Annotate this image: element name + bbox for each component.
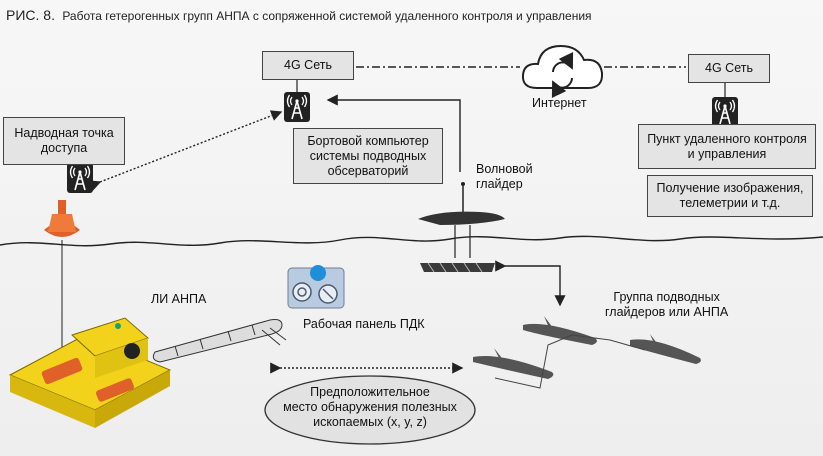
- link-buoy-onboard: [88, 110, 283, 191]
- control-point-box: Пункт удаленного контроля и управления: [638, 124, 816, 169]
- li-anpa-carrier-vehicle: [8, 317, 172, 428]
- glider-group-line1: Группа подводных: [613, 290, 720, 304]
- pdk-panel-label: Рабочая панель ПДК: [303, 317, 425, 331]
- internet-label: Интернет: [532, 96, 587, 110]
- deposit-line3: ископаемых (x, y, z): [313, 415, 427, 429]
- network-right-box: 4G Сеть: [688, 54, 770, 83]
- antenna-tower-icon: [66, 162, 94, 194]
- li-anpa-torpedo: [152, 319, 287, 363]
- onboard-computer-line1: Бортовой компьютер: [307, 133, 429, 148]
- deposit-line1: Предположительное: [310, 385, 430, 399]
- control-point-line1: Пункт удаленного контроля: [647, 131, 807, 146]
- network-left-box: 4G Сеть: [262, 51, 354, 80]
- data-reception-line1: Получение изображения,: [656, 181, 804, 195]
- wave-glider-vehicle: [418, 182, 505, 273]
- figure-number: РИС. 8.: [6, 7, 55, 23]
- glider-group-label: Группа подводных глайдеров или АНПА: [605, 290, 728, 320]
- antenna-tower-icon: [283, 91, 311, 123]
- surface-access-point-line2: доступа: [40, 141, 88, 155]
- surface-buoy: [44, 200, 80, 355]
- deposit-line2: место обнаружения полезных: [283, 400, 457, 414]
- surface-access-point-line1: Надводная точка: [14, 126, 114, 140]
- link-glider-group: [495, 260, 566, 307]
- network-right-label: 4G Сеть: [705, 61, 753, 75]
- glider-group-vehicles: [473, 316, 701, 389]
- data-reception-box: Получение изображения, телеметрии и т.д.: [647, 175, 813, 217]
- figure-title: Работа гетерогенных групп АНПА с сопряже…: [62, 9, 592, 23]
- onboard-computer-box: Бортовой компьютер системы подводных обс…: [293, 128, 443, 184]
- figure-caption: РИС. 8. Работа гетерогенных групп АНПА с…: [6, 7, 592, 23]
- control-panel-icon: [287, 265, 345, 309]
- link-glider-onboard: [326, 94, 461, 172]
- onboard-computer-line2: системы подводных: [309, 148, 427, 163]
- wave-glider-line1: Волновой: [476, 162, 533, 176]
- wave-glider-line2: глайдер: [476, 177, 523, 191]
- onboard-computer-line3: обсерваторий: [327, 163, 409, 178]
- deposit-label: Предположительное место обнаружения поле…: [278, 385, 462, 430]
- glider-group-line2: глайдеров или АНПА: [605, 305, 729, 319]
- network-left-label: 4G Сеть: [284, 58, 332, 72]
- wave-glider-label: Волновой глайдер: [476, 162, 533, 192]
- sea-surface-wave: [0, 235, 823, 247]
- surface-access-point-box: Надводная точка доступа: [3, 117, 125, 165]
- li-anpa-label: ЛИ АНПА: [151, 292, 207, 306]
- control-point-line2: и управления: [687, 146, 767, 161]
- cloud-sync-icon: [521, 44, 604, 99]
- data-reception-line2: телеметрии и т.д.: [679, 196, 781, 210]
- antenna-tower-icon: [711, 96, 739, 128]
- deposit-ellipse: [264, 375, 476, 445]
